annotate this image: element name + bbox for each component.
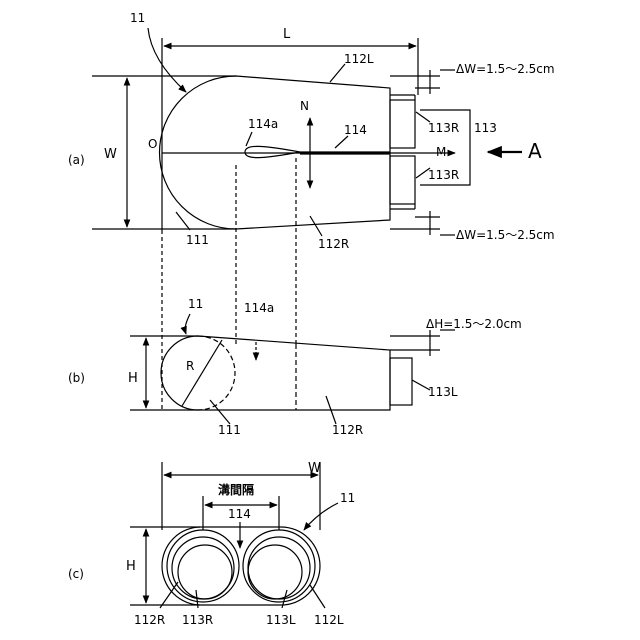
groove-end-114a (245, 146, 300, 157)
axis-m-label: M (436, 146, 446, 158)
ref-114a-a: 114a (248, 118, 278, 130)
ref-114a-b: 114a (244, 302, 274, 314)
axis-n-label: N (300, 100, 309, 112)
dim-w-label-c: W (308, 462, 321, 475)
caption-b: (b) (68, 372, 85, 384)
tail-pipe-113r-lower (390, 156, 415, 204)
ref-113l-c: 113L (266, 614, 296, 626)
tail-pipe-113l-side (390, 358, 412, 405)
ref-113r-c: 113R (182, 614, 213, 626)
ref-113r-upper: 113R (428, 122, 459, 134)
ref-112r-c: 112R (134, 614, 165, 626)
delta-w-top-label: ΔW=1.5～2.5cm (456, 63, 555, 75)
ref-112r-a: 112R (318, 238, 349, 250)
dim-w-label: W (104, 148, 117, 161)
ref-111-a: 111 (186, 234, 209, 246)
ref-11-b: 11 (188, 298, 203, 310)
dim-h-label-b: H (128, 372, 138, 385)
view-a-label: A (528, 141, 542, 161)
dim-r-label: R (186, 360, 194, 372)
ref-11-a: 11 (130, 12, 145, 24)
delta-h-label: ΔH=1.5～2.0cm (426, 318, 522, 330)
ref-114-c: 114 (228, 508, 251, 520)
ref-114-a: 114 (344, 124, 367, 136)
dim-l-label: L (283, 28, 290, 41)
ref-113l-b: 113L (428, 386, 458, 398)
ref-112r-b: 112R (332, 424, 363, 436)
ref-113: 113 (474, 122, 497, 134)
dim-h-label-c: H (126, 560, 136, 573)
ref-11-c: 11 (340, 492, 355, 504)
point-o-label: O (148, 138, 157, 150)
view-b-side (130, 314, 455, 424)
ref-112l-a: 112L (344, 53, 374, 65)
ref-112l-c: 112L (314, 614, 344, 626)
ref-113r-lower: 113R (428, 169, 459, 181)
body-outline-side (161, 336, 390, 410)
delta-w-bottom-label: ΔW=1.5～2.5cm (456, 229, 555, 241)
tail-pipe-113r-upper (390, 100, 415, 148)
pipe-112r-outer (167, 530, 239, 602)
dim-r-line (182, 340, 222, 406)
caption-a: (a) (68, 154, 85, 166)
pipe-113l-inner (248, 545, 302, 599)
pipe-112l-outer (243, 530, 315, 602)
caption-c: (c) (68, 568, 84, 580)
ref-111-b: 111 (218, 424, 241, 436)
view-a-top (92, 28, 522, 410)
groove-gap-label: 溝間隔 (218, 484, 254, 496)
